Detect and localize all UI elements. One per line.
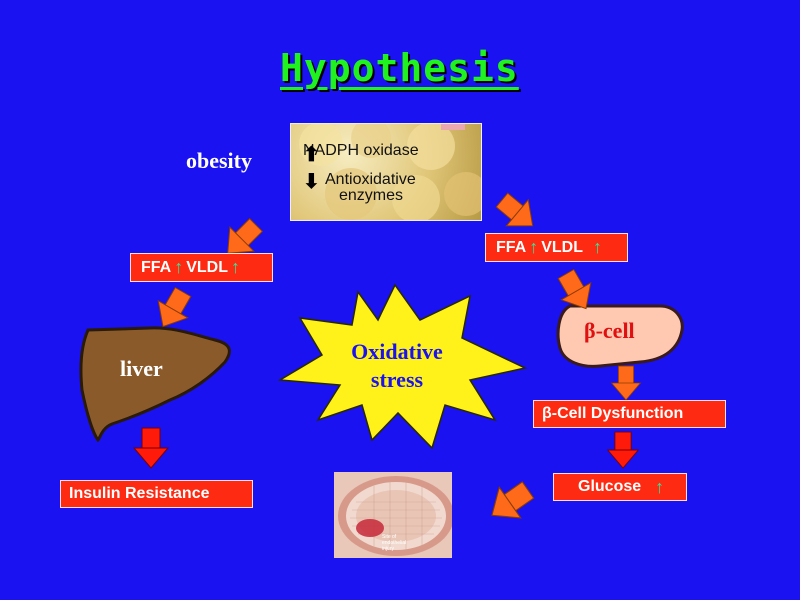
ffa-vldl-box-left: FFA ↑ VLDL ↑ [130,253,273,282]
ffa-vldl-box-right: FFA ↑ VLDL ↑ [485,233,628,262]
up-arrow-icon: ↑ [593,237,602,257]
arrow-liver-to-insulin-resistance [133,427,169,469]
beta-cell-dysfunction-text: β-Cell Dysfunction [542,405,684,422]
arrow-beta-cell-to-dysfunction [611,365,641,401]
obesity-adipocyte-image: ⬆ NADPH oxidase ⬇ Antioxidative enzymes [290,123,482,221]
nadph-oxidase-line: ⬆ NADPH oxidase [303,142,419,166]
enzymes-text: enzymes [339,187,404,204]
antioxidative-text: Antioxidative [325,171,416,188]
up-arrow-icon: ↑ [529,237,539,257]
adipocyte-texture [299,124,481,220]
up-arrow-icon: ⬆ [303,144,320,166]
injury-label: injury [382,546,394,552]
endothelium-illustration: Site of endothelial injury [338,476,452,556]
vldl-text: VLDL [186,258,228,276]
beta-cell-label: β-cell [584,318,635,343]
down-arrow-icon: ⬇ [303,171,320,193]
insulin-resistance-text: Insulin Resistance [69,485,210,502]
site-of-label: Site of [382,534,397,540]
slide-title: Hypothesis [280,46,519,90]
glucose-text: Glucose [578,478,642,495]
arrow-dysfunction-to-glucose [607,431,639,469]
nadph-oxidase-text: NADPH oxidase [303,142,419,159]
beta-cell-shape [556,304,684,368]
liver-shape [79,326,231,443]
arrow-photo-to-ffa-right [490,186,545,240]
ffa-text: FFA [141,258,172,276]
oxidative-stress-text: Oxidative stress [337,338,457,394]
liver-label: liver [120,356,163,381]
ffa-text: FFA [496,238,527,256]
up-arrow-icon: ↑ [231,257,240,277]
obesity-label: obesity [186,148,252,173]
endothelial-label: endothelial [382,540,406,546]
up-arrow-icon: ↑ [174,257,184,277]
oxidative-text: Oxidative [351,339,443,364]
insulin-resistance-box: Insulin Resistance [60,480,253,508]
glucose-box: Glucose ↑ [553,473,687,501]
antioxidative-line: ⬇ Antioxidative enzymes [303,172,416,204]
beta-cell-dysfunction-box: β-Cell Dysfunction [533,400,726,428]
endothelial-injury-image: Site of endothelial injury [334,472,452,558]
up-arrow-icon: ↑ [655,476,665,497]
vldl-text: VLDL [541,238,583,256]
stress-text: stress [370,367,424,392]
oxidative-stress-starburst [277,283,528,450]
arrow-glucose-to-endothelium [480,474,540,532]
